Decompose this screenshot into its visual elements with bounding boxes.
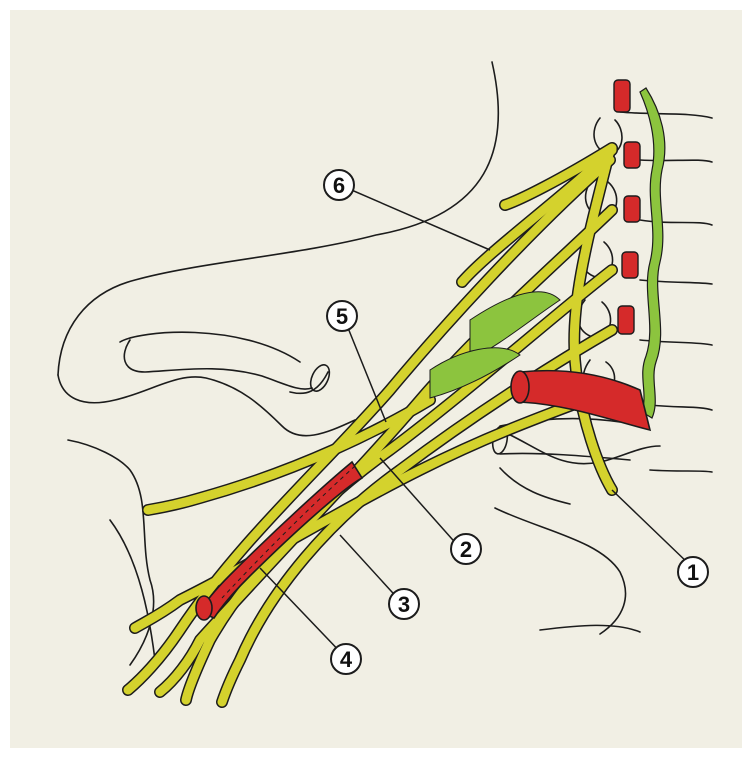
label-1-text: 1 <box>687 560 699 585</box>
label-2: 2 <box>451 534 481 564</box>
axillary-artery-cut <box>196 596 212 620</box>
vertebral-artery-segment <box>618 306 634 334</box>
label-1: 1 <box>678 557 708 587</box>
label-3-text: 3 <box>398 592 410 617</box>
label-3: 3 <box>389 589 419 619</box>
label-6-text: 6 <box>333 173 345 198</box>
vertebral-artery-segment <box>622 252 638 278</box>
vertebral-artery-segment <box>624 142 640 168</box>
label-4-text: 4 <box>340 647 353 672</box>
vertebral-artery-segment <box>624 196 640 222</box>
label-6: 6 <box>324 170 354 200</box>
label-5: 5 <box>327 301 357 331</box>
subclavian-artery-cut <box>511 371 529 403</box>
label-4: 4 <box>331 644 361 674</box>
label-5-text: 5 <box>336 304 348 329</box>
diagram-background <box>10 10 742 748</box>
label-2-text: 2 <box>460 537 472 562</box>
vertebral-artery-segment <box>614 80 630 112</box>
